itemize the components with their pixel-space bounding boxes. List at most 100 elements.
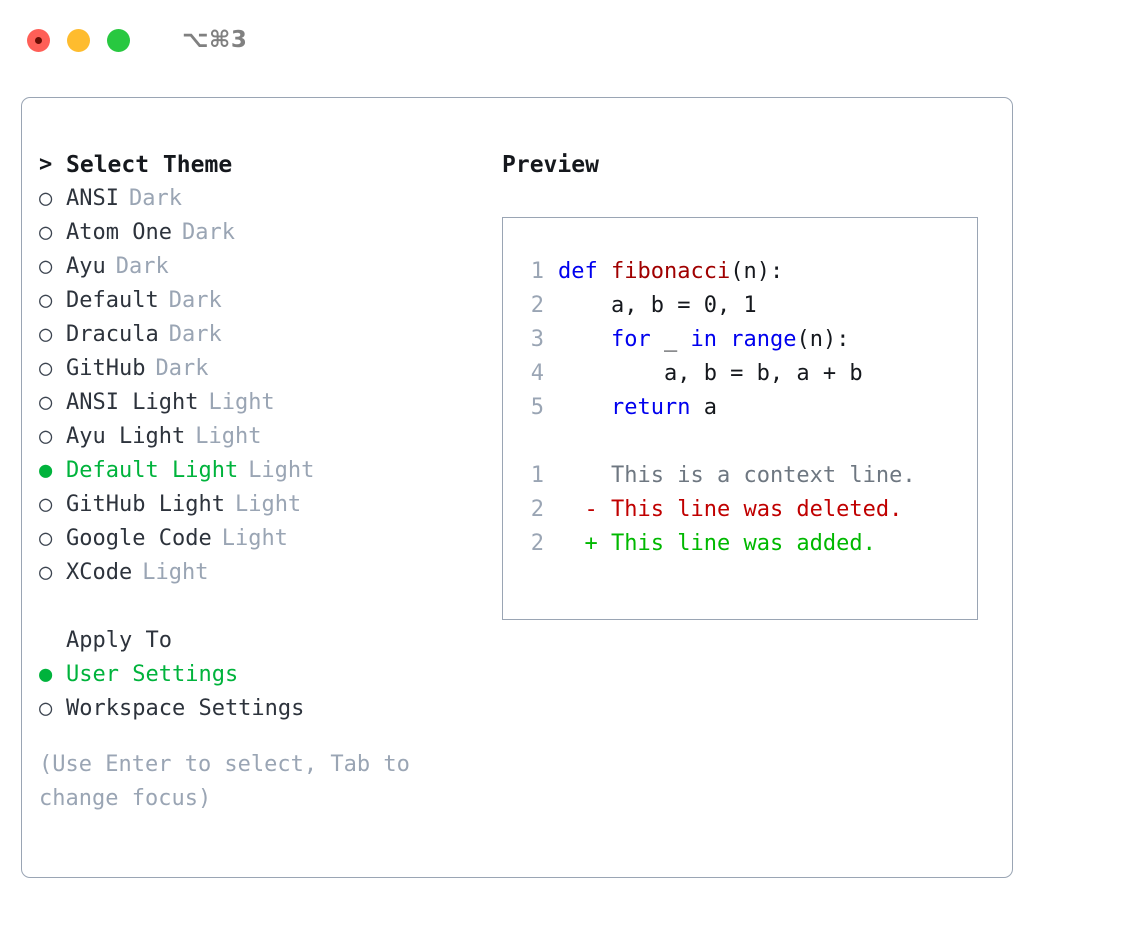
maximize-window-button[interactable] (107, 28, 130, 52)
preview-column: Preview 1 def fibonacci(n): 2 a, b = 0, … (502, 148, 997, 620)
prompt-caret-icon: > (39, 152, 53, 177)
section-spacer (39, 590, 479, 624)
theme-label: GitHub Light (66, 492, 225, 517)
theme-variant-tag: Dark (168, 322, 222, 347)
radio-unselected-icon: ○ (39, 322, 53, 347)
radio-selected-icon: ● (39, 662, 53, 687)
theme-variant-tag: Dark (181, 220, 235, 245)
code-token-plain: (n): (730, 259, 784, 284)
theme-option-default-dark[interactable]: ○ Default Dark (39, 284, 479, 318)
select-theme-heading-label: Select Theme (66, 152, 233, 178)
preview-heading: Preview (502, 152, 599, 178)
apply-to-label: Workspace Settings (66, 696, 305, 721)
theme-label: ANSI (66, 186, 119, 211)
apply-to-label: User Settings (66, 662, 239, 687)
line-number: 4 (530, 361, 544, 386)
code-content: return a (558, 391, 717, 425)
code-token-plain (558, 395, 611, 420)
code-token-builtin: range (730, 327, 797, 352)
theme-option-google-code-light[interactable]: ○ Google Code Light (39, 522, 479, 556)
theme-label: Default Light (66, 458, 239, 483)
diff-text: This is a context line. (611, 463, 916, 488)
code-content: a, b = 0, 1 (558, 289, 757, 323)
theme-label: Dracula (66, 322, 159, 347)
theme-variant-tag: Light (234, 492, 302, 517)
theme-option-dracula-dark[interactable]: ○ Dracula Dark (39, 318, 479, 352)
code-line: 1 def fibonacci(n): (516, 255, 971, 289)
theme-option-ansi-light[interactable]: ○ ANSI Light Light (39, 386, 479, 420)
theme-label: GitHub (66, 356, 146, 381)
radio-unselected-icon: ○ (39, 254, 53, 279)
diff-text: This line was added. (611, 531, 876, 556)
code-content: def fibonacci(n): (558, 255, 783, 289)
minimize-window-button[interactable] (67, 28, 90, 52)
theme-variant-tag: Dark (115, 254, 169, 279)
radio-unselected-icon: ○ (39, 186, 53, 211)
help-text: (Use Enter to select, Tab to change focu… (39, 752, 410, 811)
theme-variant-tag: Light (221, 526, 288, 551)
code-token-plain: a (690, 395, 717, 420)
theme-variant-tag: Dark (168, 288, 222, 313)
code-content: for _ in range(n): (558, 323, 849, 357)
radio-unselected-icon: ○ (39, 560, 53, 585)
theme-option-default-light[interactable]: ● Default Light Light (39, 454, 479, 488)
theme-option-ayu-dark[interactable]: ○ Ayu Dark (39, 250, 479, 284)
theme-label: Google Code (66, 526, 212, 551)
diff-sign (585, 463, 598, 488)
theme-option-ansi-dark[interactable]: ○ ANSI Dark (39, 182, 479, 216)
code-token-plain (558, 327, 611, 352)
diff-line-added: 2 + This line was added. (516, 527, 971, 561)
theme-label: ANSI Light (66, 390, 199, 415)
code-token-plain: a, b = 0, 1 (558, 293, 757, 318)
code-line: 2 a, b = 0, 1 (516, 289, 971, 323)
theme-option-github-light[interactable]: ○ GitHub Light Light (39, 488, 479, 522)
theme-label: Default (66, 288, 159, 313)
code-token-plain: a, b = b, a + b (558, 361, 863, 386)
theme-label: Ayu (66, 254, 106, 279)
theme-label: XCode (66, 560, 133, 585)
theme-variant-tag: Light (248, 458, 315, 483)
diff-line-deleted: 2 - This line was deleted. (516, 493, 971, 527)
line-number: 2 (530, 497, 544, 522)
theme-option-ayu-light[interactable]: ○ Ayu Light Light (39, 420, 479, 454)
line-number: 5 (530, 395, 544, 420)
line-number: 2 (530, 293, 544, 318)
apply-to-option-user-settings[interactable]: ● User Settings (39, 658, 479, 692)
theme-variant-tag: Light (208, 390, 275, 415)
line-number: 1 (530, 463, 544, 488)
code-line: 5 return a (516, 391, 971, 425)
diff-sign: + (584, 531, 598, 556)
diff-line-context: 1 This is a context line. (516, 459, 971, 493)
radio-unselected-icon: ○ (39, 356, 53, 381)
radio-unselected-icon: ○ (39, 492, 53, 517)
code-token-plain: _ (650, 327, 691, 352)
apply-to-heading-label: Apply To (66, 628, 172, 653)
theme-list-column: > Select Theme ○ ANSI Dark ○ Atom One Da… (39, 148, 479, 816)
line-number: 2 (530, 531, 544, 556)
code-token-function: fibonacci (610, 259, 731, 284)
select-theme-heading: > Select Theme (39, 148, 479, 182)
traffic-light-buttons (27, 28, 130, 52)
code-token-plain: (n): (796, 327, 850, 352)
line-number: 3 (530, 327, 544, 352)
code-content: a, b = b, a + b (558, 357, 863, 391)
apply-to-option-workspace-settings[interactable]: ○ Workspace Settings (39, 692, 479, 726)
radio-unselected-icon: ○ (39, 696, 53, 721)
code-line: 4 a, b = b, a + b (516, 357, 971, 391)
theme-option-xcode-light[interactable]: ○ XCode Light (39, 556, 479, 590)
radio-unselected-icon: ○ (39, 390, 53, 415)
code-line: 3 for _ in range(n): (516, 323, 971, 357)
close-window-button[interactable] (27, 28, 50, 52)
code-token-keyword: for (610, 327, 651, 352)
radio-unselected-icon: ○ (39, 220, 53, 245)
preview-box: 1 def fibonacci(n): 2 a, b = 0, 1 3 for … (502, 217, 978, 620)
theme-option-github-dark[interactable]: ○ GitHub Dark (39, 352, 479, 386)
theme-option-atom-one-dark[interactable]: ○ Atom One Dark (39, 216, 479, 250)
theme-variant-tag: Light (195, 424, 262, 449)
keyboard-shortcut-label: ⌥⌘3 (182, 27, 248, 53)
radio-unselected-icon: ○ (39, 526, 53, 551)
code-token-keyword: def (558, 259, 611, 284)
preview-code-area: 1 def fibonacci(n): 2 a, b = 0, 1 3 for … (516, 255, 971, 561)
theme-variant-tag: Dark (155, 356, 209, 381)
diff-sign: - (584, 497, 598, 522)
